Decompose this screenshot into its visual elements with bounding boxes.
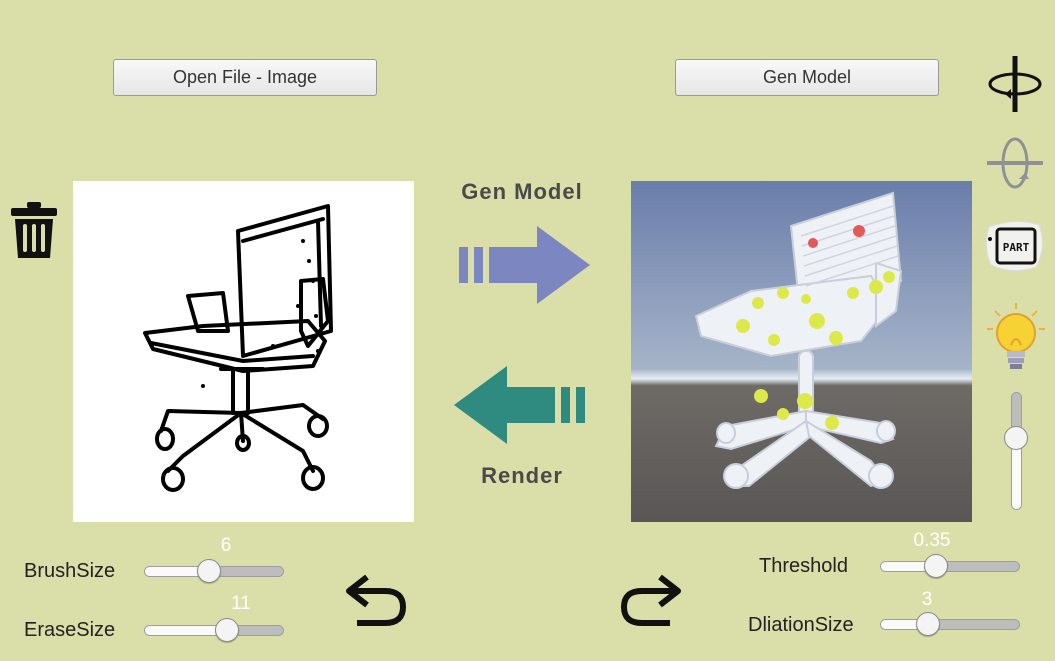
dilation-size-fill	[881, 620, 928, 629]
trash-icon[interactable]	[8, 200, 60, 260]
threshold-label: Threshold	[759, 555, 848, 577]
model-viewport[interactable]	[631, 181, 972, 522]
erase-size-slider[interactable]	[144, 618, 284, 642]
light-intensity-fill	[1012, 435, 1021, 509]
threshold-value: 0.35	[913, 530, 951, 551]
forward-arrow-icon	[457, 224, 592, 306]
undo-icon[interactable]	[345, 567, 410, 629]
light-intensity-knob[interactable]	[1004, 425, 1028, 450]
erase-size-label: EraseSize	[24, 619, 116, 641]
gen-model-flow-label: Gen Model	[461, 179, 583, 204]
render-flow-label: Render	[481, 463, 563, 488]
brush-size-label: BrushSize	[24, 560, 116, 582]
part-icon[interactable]: PART	[981, 217, 1049, 275]
brush-size-knob[interactable]	[197, 559, 222, 583]
chair-sketch	[143, 204, 333, 492]
open-file-button[interactable]: Open File - Image	[113, 59, 377, 96]
threshold-slider[interactable]	[880, 554, 1020, 578]
brush-size-fill	[145, 567, 210, 576]
brush-size-slider[interactable]	[144, 559, 284, 583]
erase-size-knob[interactable]	[214, 618, 239, 642]
gen-model-button[interactable]: Gen Model	[675, 59, 939, 96]
backward-arrow-icon	[452, 364, 587, 446]
threshold-fill	[881, 562, 936, 571]
dilation-size-label: DliationSize	[748, 614, 854, 636]
lightbulb-icon[interactable]	[987, 303, 1045, 375]
erase-size-value: 11	[231, 593, 251, 614]
sketch-canvas[interactable]	[73, 181, 414, 522]
rotate-horizontal-icon[interactable]	[985, 135, 1045, 193]
chair-model-render	[631, 181, 972, 522]
threshold-knob[interactable]	[923, 554, 948, 578]
dilation-size-value: 3	[921, 589, 933, 610]
brush-size-value: 6	[220, 535, 232, 556]
redo-icon[interactable]	[617, 567, 682, 629]
part-icon-text: PART	[1003, 241, 1030, 254]
dilation-size-knob[interactable]	[915, 612, 940, 636]
light-intensity-slider[interactable]	[1004, 392, 1028, 510]
rotate-vertical-icon[interactable]	[985, 54, 1045, 114]
erase-size-fill	[145, 626, 227, 635]
dilation-size-slider[interactable]	[880, 612, 1020, 636]
